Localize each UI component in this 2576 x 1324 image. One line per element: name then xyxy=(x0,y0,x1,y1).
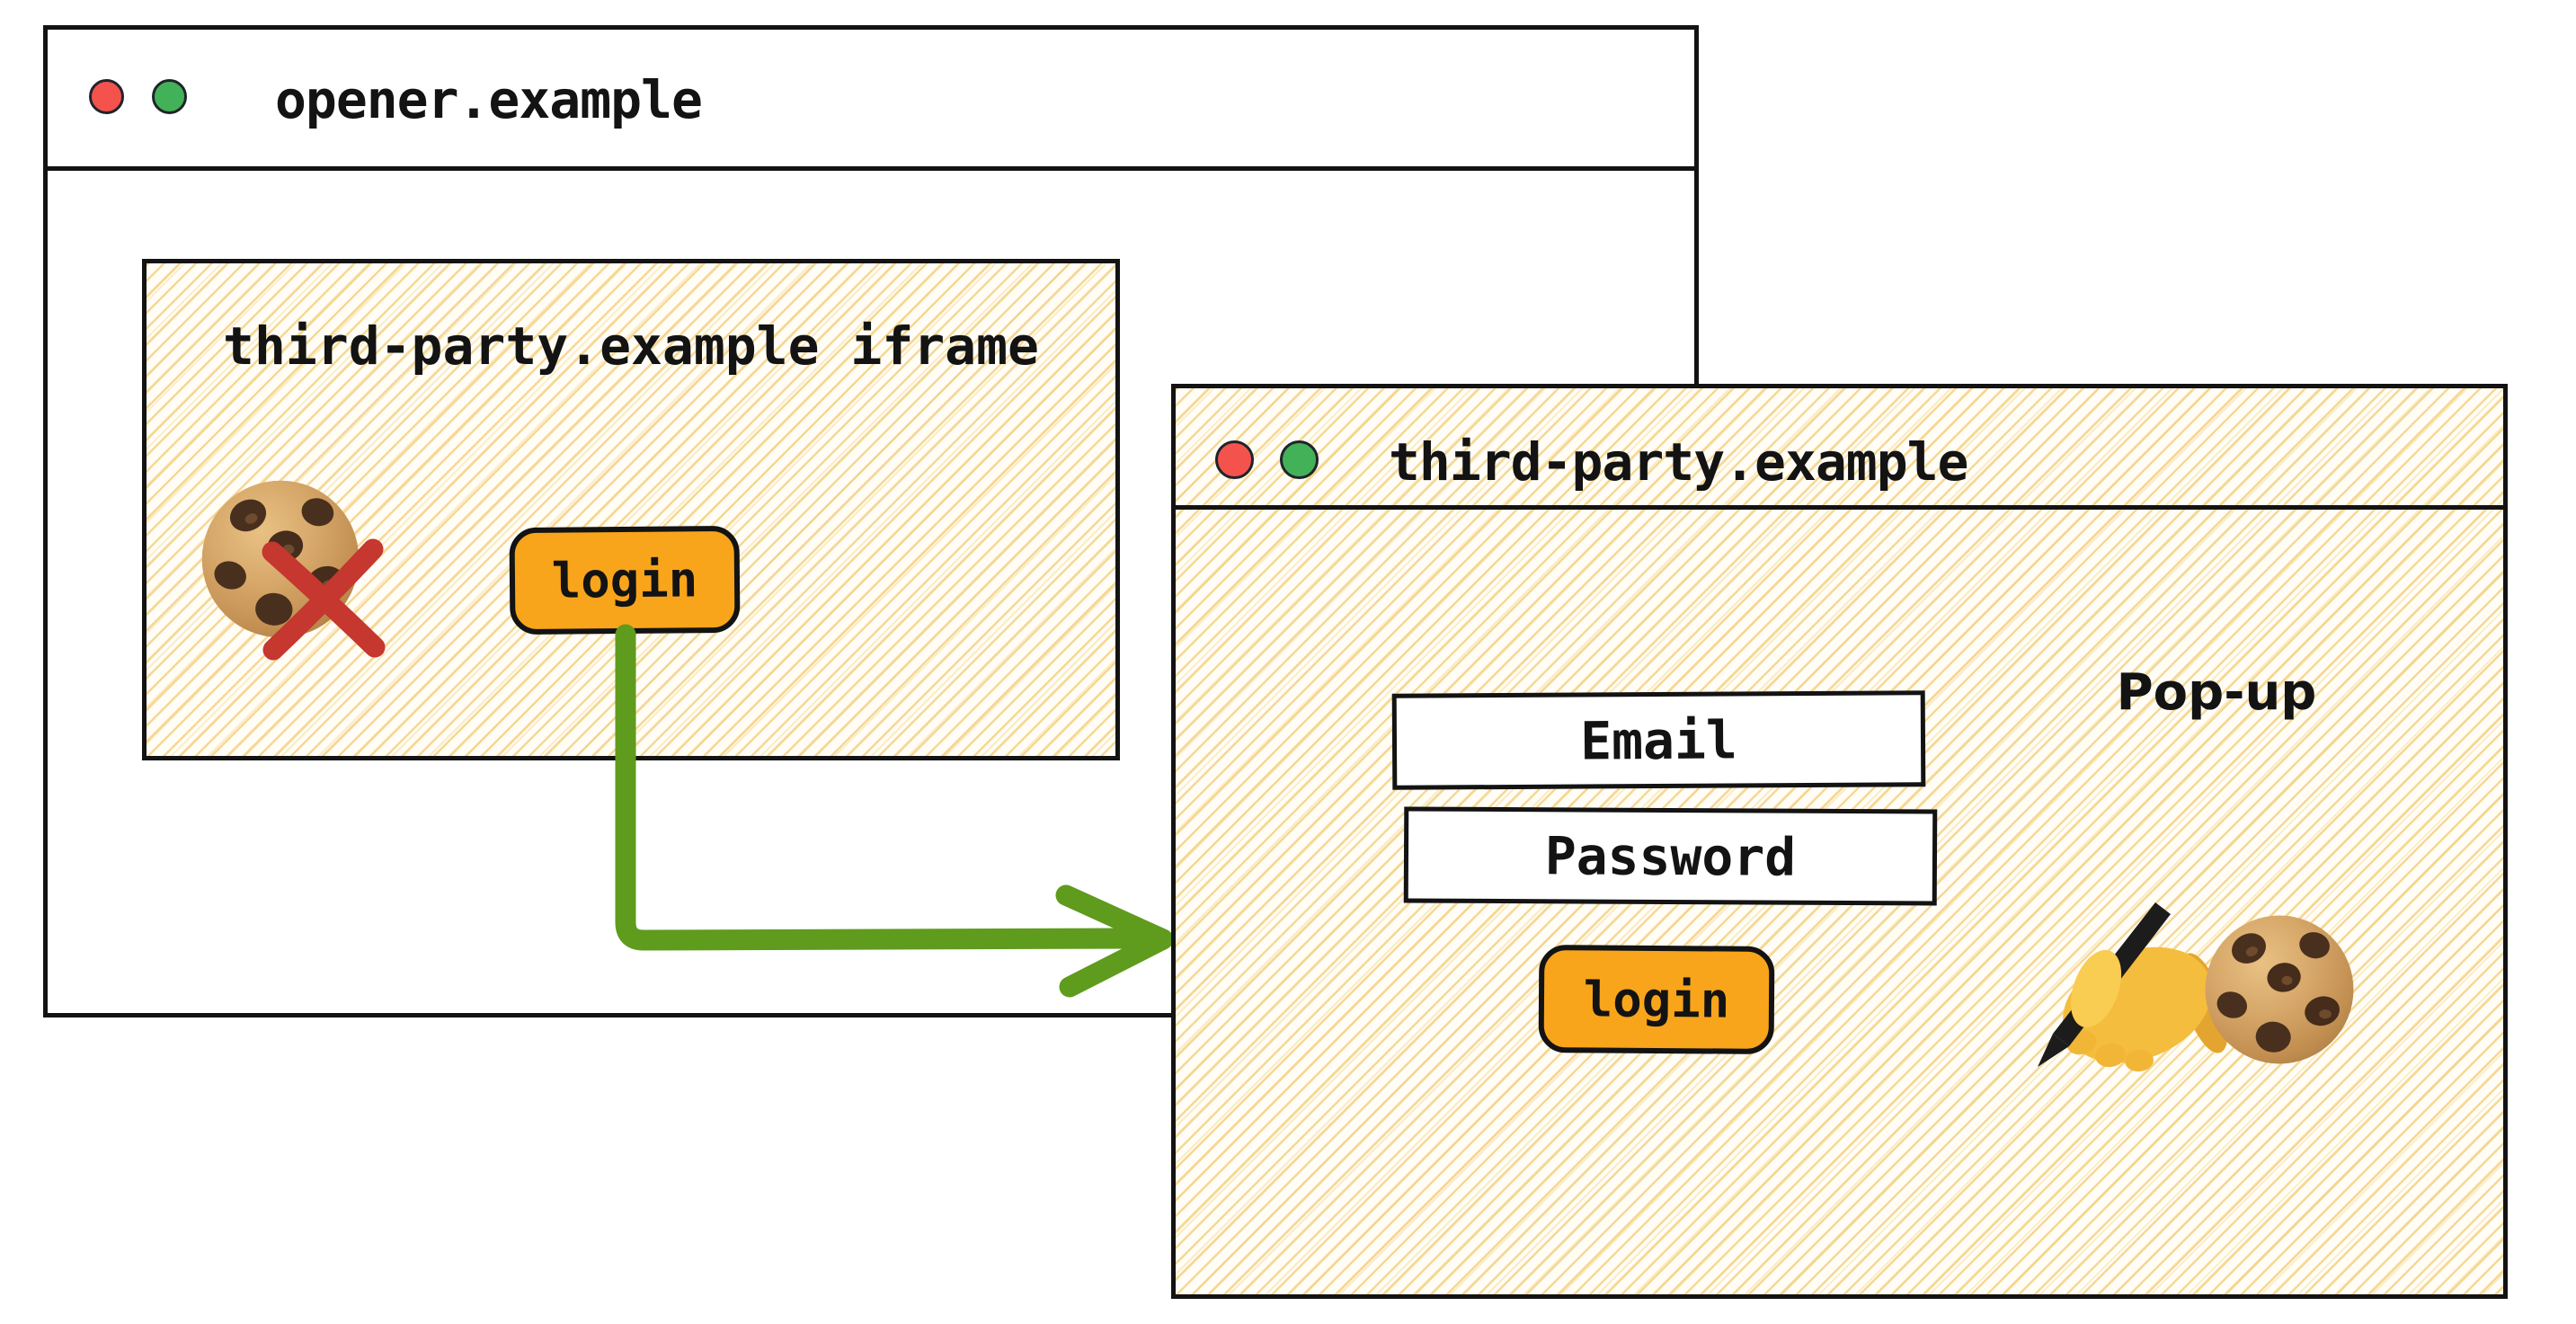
popup-window: third-party.example Pop-up Email Passwor… xyxy=(1171,384,2508,1299)
popup-titlebar: third-party.example xyxy=(1176,388,2503,510)
popup-annotation: Pop-up xyxy=(2116,663,2317,722)
close-light-icon[interactable] xyxy=(1215,440,1254,479)
iframe-login-button[interactable]: login xyxy=(509,525,741,635)
popup-window-title: third-party.example xyxy=(1389,431,1968,493)
iframe-title: third-party.example iframe xyxy=(223,315,1039,377)
opener-window-title: opener.example xyxy=(275,69,703,130)
third-party-iframe: third-party.example iframe login xyxy=(142,259,1120,760)
close-light-icon[interactable] xyxy=(89,79,124,114)
email-field[interactable]: Email xyxy=(1391,690,1926,790)
opener-titlebar: opener.example xyxy=(48,30,1694,171)
password-field[interactable]: Password xyxy=(1403,806,1938,906)
open-light-icon[interactable] xyxy=(1280,440,1319,479)
popup-login-button[interactable]: login xyxy=(1538,945,1775,1054)
open-light-icon[interactable] xyxy=(152,79,187,114)
